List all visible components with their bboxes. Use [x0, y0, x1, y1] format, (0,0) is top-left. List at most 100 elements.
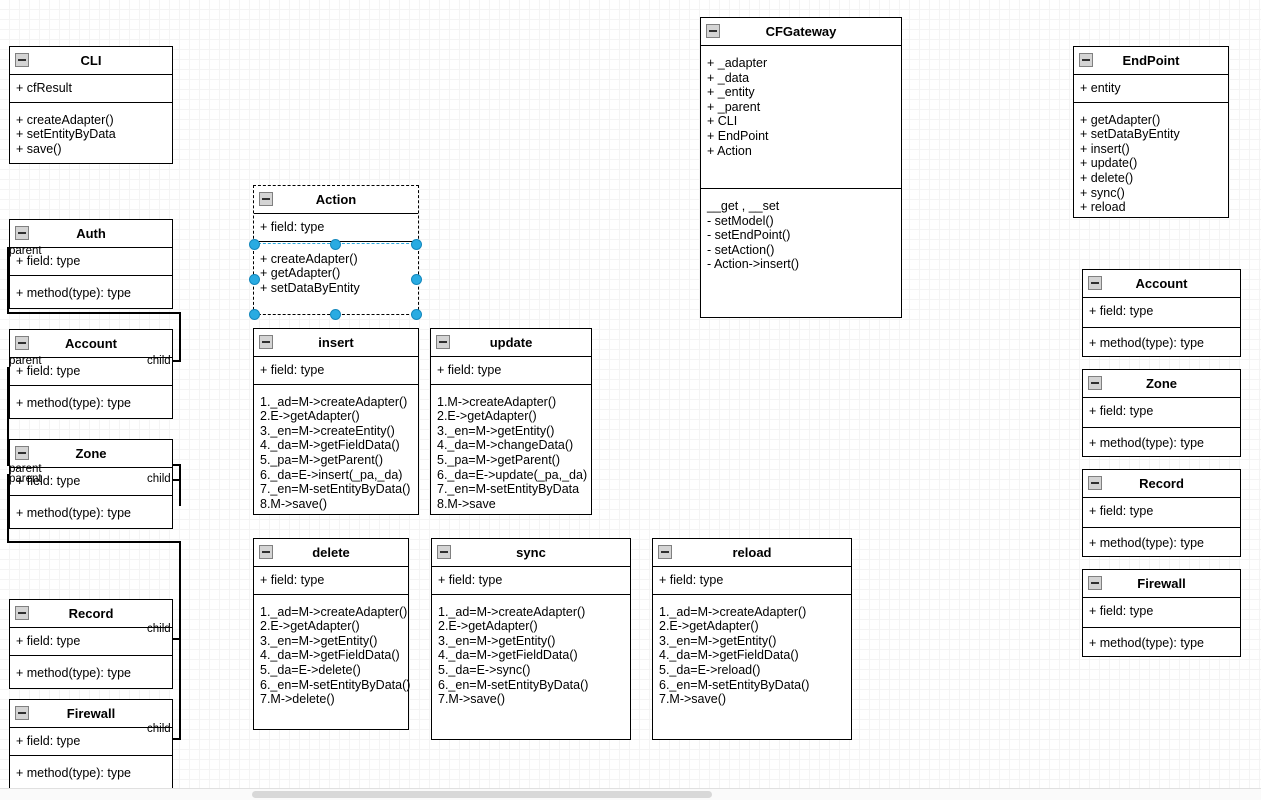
operation-row: 7.M->save() — [659, 692, 727, 707]
class-box-account-left[interactable]: Account + field: type + method(type): ty… — [9, 329, 173, 419]
class-box-firewall-right[interactable]: Firewall + field: type + method(type): t… — [1082, 569, 1241, 657]
minus-box-icon[interactable] — [259, 545, 273, 559]
minus-box-icon[interactable] — [15, 606, 29, 620]
minus-box-icon[interactable] — [658, 545, 672, 559]
class-box-account-right[interactable]: Account + field: type + method(type): ty… — [1082, 269, 1241, 357]
operation-row: + method(type): type — [1089, 336, 1204, 350]
class-title: insert — [318, 335, 354, 350]
attribute-row: + field: type — [16, 634, 81, 648]
operation-row: 8.M->save() — [260, 496, 328, 511]
operation-row: 3._en=M->getEntity() — [438, 633, 556, 648]
class-box-update[interactable]: update + field: type 1.M->createAdapter(… — [430, 328, 592, 515]
class-title: Auth — [76, 226, 106, 241]
minus-box-icon[interactable] — [1088, 576, 1102, 590]
class-attributes: + field: type — [10, 628, 172, 656]
class-box-sync[interactable]: sync + field: type 1._ad=M->createAdapte… — [431, 538, 631, 740]
class-box-insert[interactable]: insert + field: type 1._ad=M->createAdap… — [253, 328, 419, 515]
class-box-zone-left[interactable]: Zone + field: type + method(type): type — [9, 439, 173, 529]
class-attributes: + field: type — [10, 728, 172, 756]
minus-box-icon[interactable] — [1088, 276, 1102, 290]
minus-box-icon[interactable] — [15, 706, 29, 720]
operation-row: 5._da=E->sync() — [438, 662, 531, 677]
class-title: update — [489, 335, 533, 350]
operation-row: 4._da=M->getFieldData() — [438, 648, 578, 663]
class-title: Firewall — [1137, 576, 1186, 591]
class-box-zone-right[interactable]: Zone + field: type + method(type): type — [1082, 369, 1241, 457]
class-box-cli[interactable]: CLI + cfResult + createAdapter() + setEn… — [9, 46, 173, 164]
class-attributes: + field: type — [10, 468, 172, 496]
operation-row: + method(type): type — [16, 286, 131, 300]
class-operations: 1.M->createAdapter() 2.E->getAdapter() 3… — [431, 385, 591, 518]
class-attributes: + field: type — [254, 214, 418, 242]
class-attributes: + field: type — [1083, 598, 1240, 628]
minus-box-icon[interactable] — [437, 545, 451, 559]
resize-handle-bottom-center[interactable] — [330, 309, 341, 320]
minus-box-icon[interactable] — [1079, 53, 1093, 67]
class-header-update: update — [431, 329, 591, 357]
resize-handle-middle-left[interactable] — [249, 274, 260, 285]
minus-box-icon[interactable] — [15, 446, 29, 460]
attribute-row: + Action — [707, 143, 752, 158]
attribute-row: + field: type — [1089, 604, 1154, 618]
operation-row: 2.E->getAdapter() — [437, 409, 537, 424]
class-box-endpoint[interactable]: EndPoint + entity + getAdapter() + setDa… — [1073, 46, 1229, 218]
minus-box-icon[interactable] — [259, 192, 273, 206]
class-title: sync — [516, 545, 546, 560]
resize-handle-middle-right[interactable] — [411, 274, 422, 285]
class-box-auth[interactable]: Auth + field: type + method(type): type — [9, 219, 173, 309]
minus-box-icon[interactable] — [1088, 476, 1102, 490]
class-title: Zone — [1145, 376, 1178, 391]
class-header-account-left: Account — [10, 330, 172, 358]
operation-row: 1._ad=M->createAdapter() — [260, 394, 408, 409]
resize-handle-bottom-left[interactable] — [249, 309, 260, 320]
minus-box-icon[interactable] — [436, 335, 450, 349]
operation-row: + sync() — [1080, 185, 1125, 200]
operation-row: 6._da=E->insert(_pa,_da) — [260, 467, 403, 482]
horizontal-scrollbar[interactable] — [0, 788, 1261, 800]
class-box-firewall-left[interactable]: Firewall + field: type + method(type): t… — [9, 699, 173, 789]
class-header-zone-right: Zone — [1083, 370, 1240, 398]
class-title: delete — [312, 545, 350, 560]
operation-row: 2.E->getAdapter() — [260, 409, 360, 424]
horizontal-scrollbar-thumb[interactable] — [252, 791, 712, 798]
minus-box-icon[interactable] — [15, 226, 29, 240]
minus-box-icon[interactable] — [1088, 376, 1102, 390]
class-header-account-right: Account — [1083, 270, 1240, 298]
operation-row: + setEntityByData — [16, 127, 116, 142]
class-title: CLI — [80, 53, 102, 68]
edge-account-zone-left — [7, 367, 9, 465]
minus-box-icon[interactable] — [706, 24, 720, 38]
attribute-row: + field: type — [438, 573, 503, 587]
class-box-record-left[interactable]: Record + field: type + method(type): typ… — [9, 599, 173, 689]
resize-handle-top-right[interactable] — [411, 239, 422, 250]
attribute-row: + field: type — [16, 474, 81, 488]
class-box-action[interactable]: Action + field: type + createAdapter() +… — [253, 185, 419, 315]
class-title: Account — [1135, 276, 1188, 291]
operation-row: 3._en=M->getEntity() — [437, 423, 555, 438]
class-attributes: + field: type — [432, 567, 630, 595]
resize-handle-bottom-right[interactable] — [411, 309, 422, 320]
class-header-record-left: Record — [10, 600, 172, 628]
edge-auth-account-bottom — [7, 312, 180, 314]
minus-box-icon[interactable] — [15, 53, 29, 67]
class-header-delete: delete — [254, 539, 408, 567]
resize-handle-top-left[interactable] — [249, 239, 260, 250]
operation-row: 6._en=M-setEntityByData() — [438, 677, 589, 692]
edge-label-account-parent: parent — [9, 355, 42, 367]
operation-row: 8.M->save — [437, 496, 496, 511]
attribute-row: + field: type — [16, 364, 81, 378]
operation-row: 2.E->getAdapter() — [260, 619, 360, 634]
class-box-reload[interactable]: reload + field: type 1._ad=M->createAdap… — [652, 538, 852, 740]
class-box-record-right[interactable]: Record + field: type + method(type): typ… — [1082, 469, 1241, 557]
operation-row: 5._pa=M->getParent() — [437, 452, 560, 467]
operation-row: + getAdapter() — [260, 266, 341, 281]
class-operations: + method(type): type — [10, 496, 172, 527]
class-box-cfgateway[interactable]: CFGateway + _adapter + _data + _entity +… — [700, 17, 902, 318]
minus-box-icon[interactable] — [259, 335, 273, 349]
resize-handle-top-center[interactable] — [330, 239, 341, 250]
class-operations: + method(type): type — [10, 656, 172, 687]
class-operations: + createAdapter() + getAdapter() + setDa… — [254, 242, 418, 302]
class-box-delete[interactable]: delete + field: type 1._ad=M->createAdap… — [253, 538, 410, 730]
minus-box-icon[interactable] — [15, 336, 29, 350]
